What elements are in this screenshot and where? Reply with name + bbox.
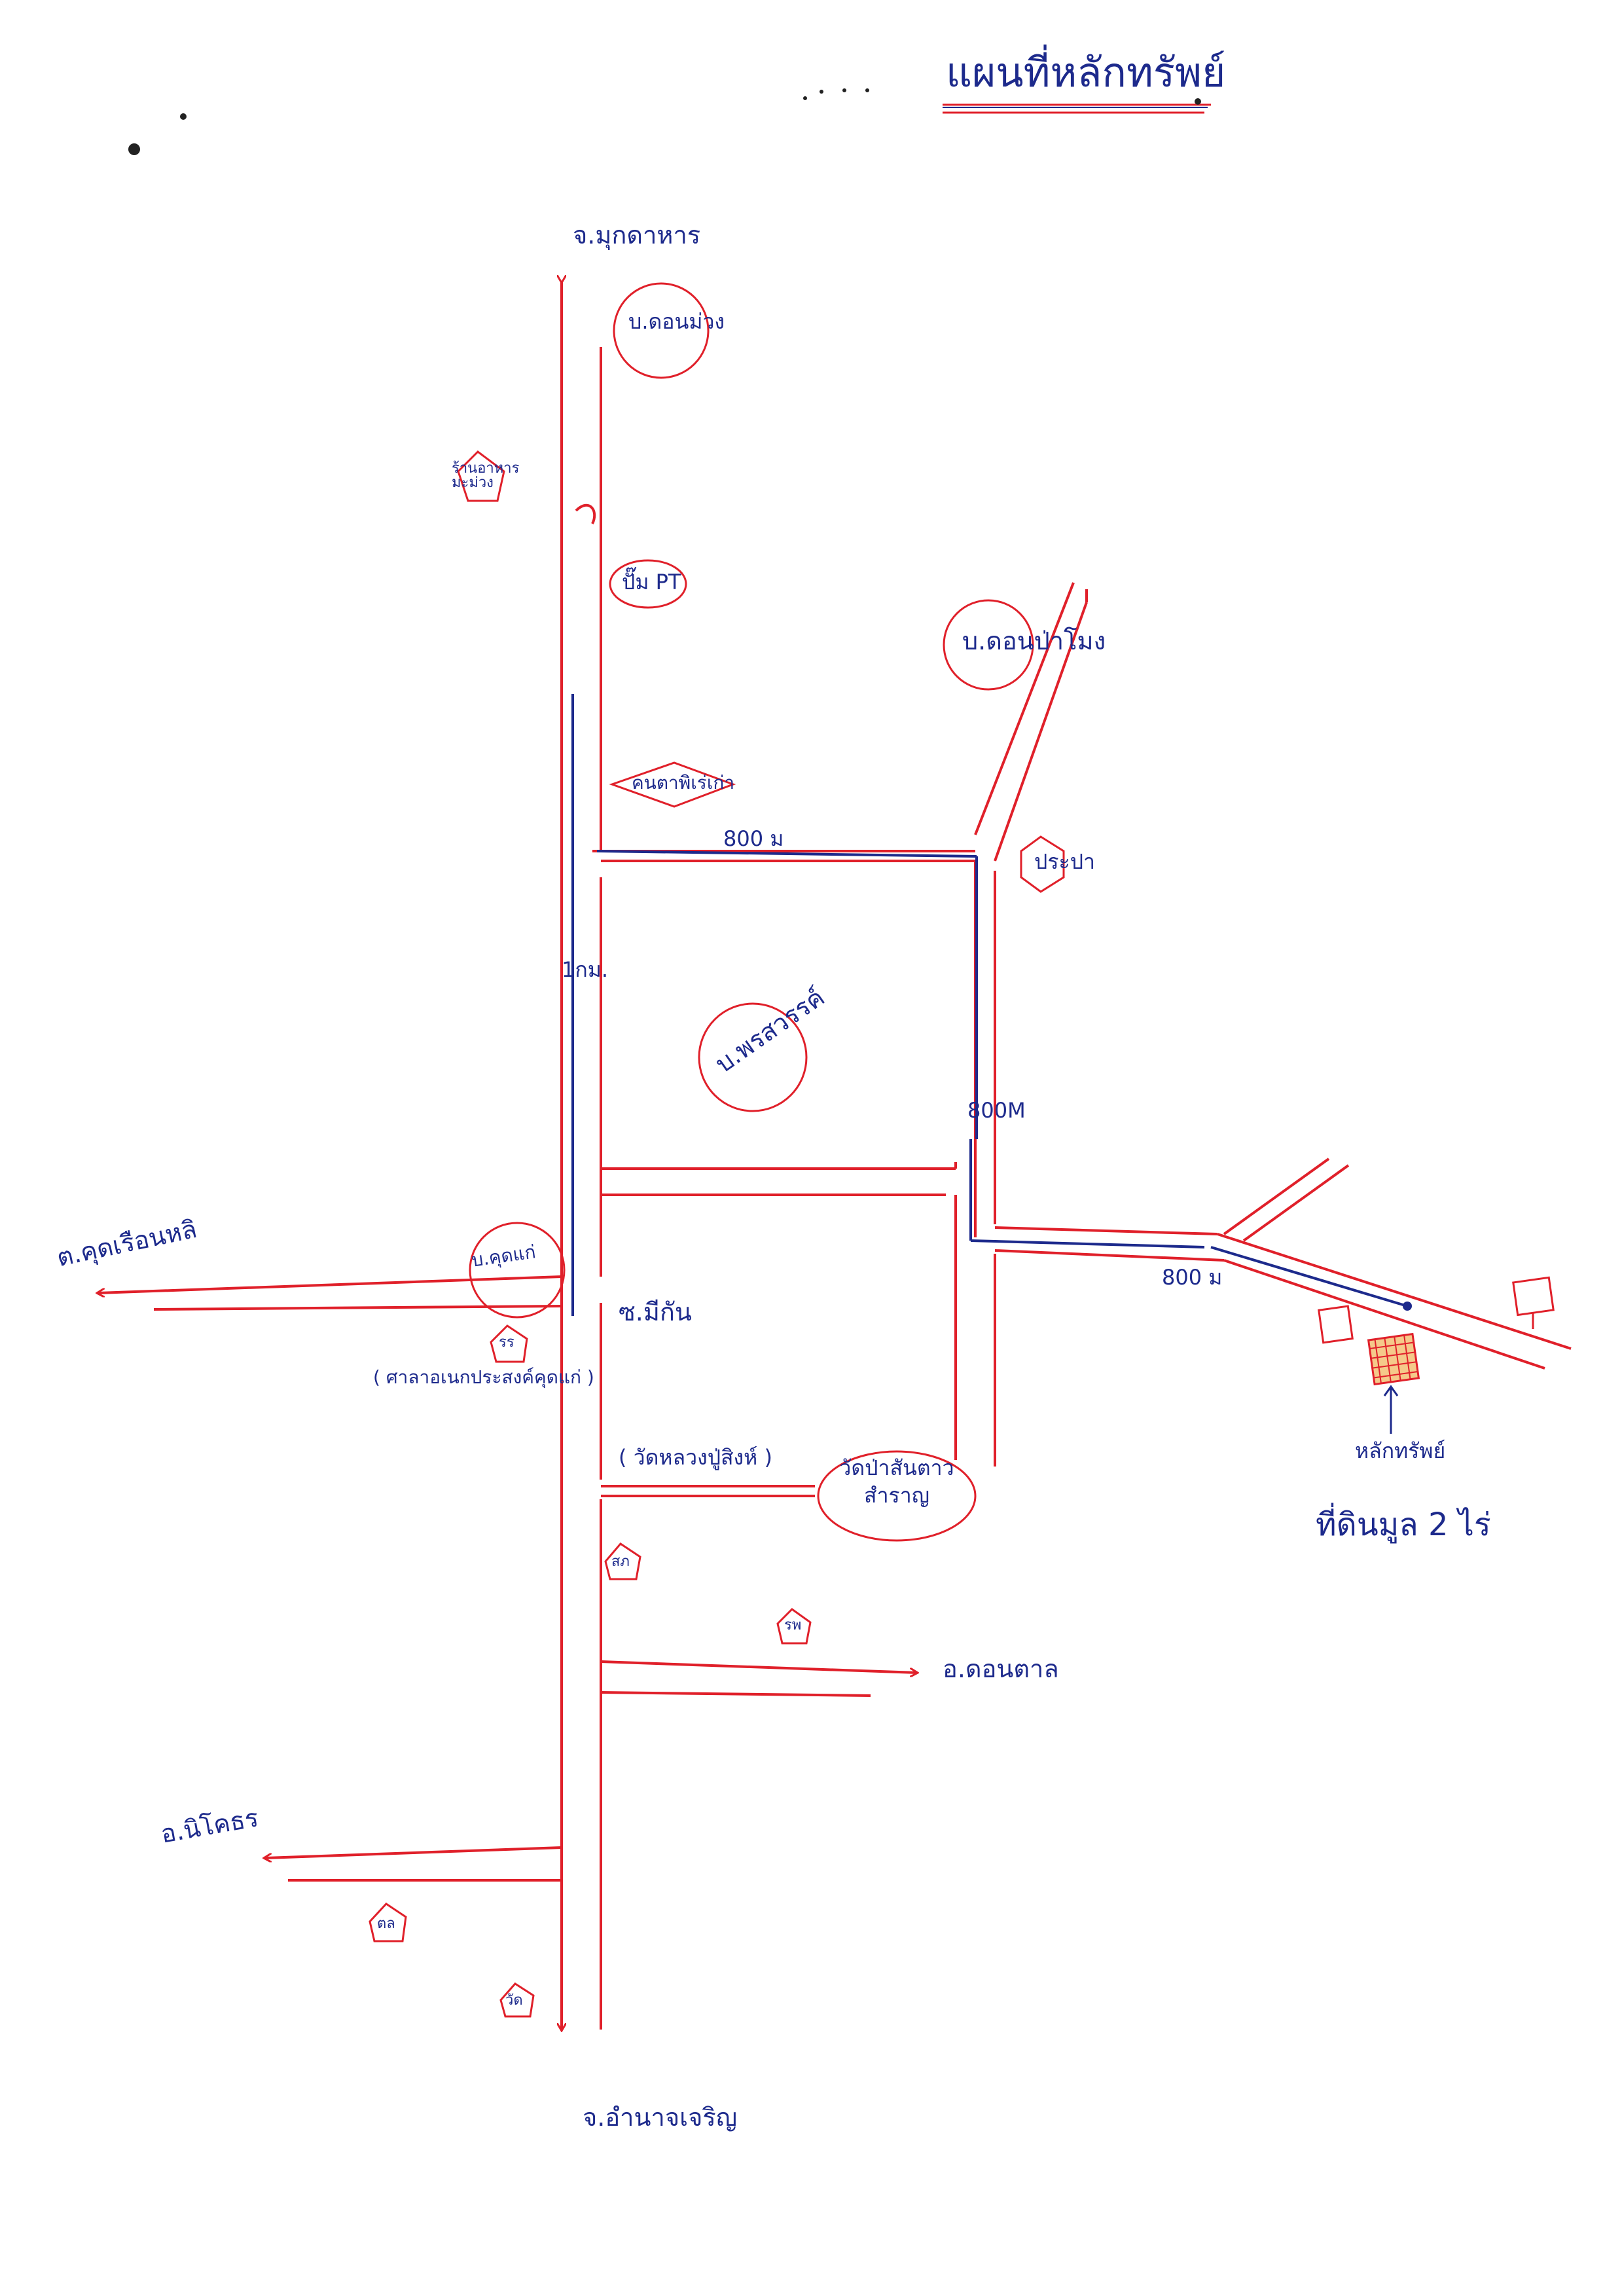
- marker-temple: วัด: [505, 1992, 523, 2009]
- village-circles: [469, 282, 1034, 1542]
- label-forest: วัดป่าสันตาวสำราญ: [839, 1455, 954, 1508]
- direction-east: อ.ดอนตาล: [943, 1654, 1059, 1683]
- ne-road: [974, 582, 1088, 862]
- right-road: [974, 861, 996, 1467]
- marker-school: รร: [499, 1334, 514, 1351]
- property-dot: [1403, 1302, 1412, 1311]
- west-road-upper: [98, 1275, 562, 1311]
- distance-main-road: 1กม.: [562, 957, 608, 982]
- marker-clinic: รพ: [784, 1617, 802, 1633]
- police-icon: [604, 1542, 641, 1580]
- distance-lower-segment: 800 ม: [1162, 1265, 1223, 1290]
- clinic-icon: [776, 1608, 812, 1645]
- label-village-ne: บ.ดอนป่าโมง: [962, 627, 1106, 655]
- specks: [128, 88, 1201, 155]
- label-shop-pt: ปั๊ม PT: [622, 570, 681, 594]
- houses: [1318, 1276, 1555, 1344]
- middle-road: [601, 1162, 957, 1460]
- gas-station-icon: [457, 450, 505, 502]
- label-road-name: ซ.มีกัน: [619, 1298, 692, 1326]
- headman-hexagon: [1020, 835, 1065, 893]
- direction-south: จ.อำนาจเจริญ: [583, 2103, 738, 2132]
- east-road: [600, 1660, 916, 1697]
- village-circle-ne: [943, 599, 1034, 691]
- pt-circle: [609, 559, 687, 609]
- market-icon: [369, 1903, 407, 1942]
- map-title: แผนที่หลักทรัพย์: [946, 48, 1226, 96]
- marker-police: สภ: [611, 1554, 630, 1570]
- title-underline: [943, 103, 1211, 114]
- label-temple-west: ( ศาลาอเนกประสงค์คุดแก่ ): [373, 1366, 594, 1388]
- property-road: [994, 1157, 1572, 1370]
- forest-circle: [817, 1450, 977, 1542]
- label-property: หลักทรัพย์: [1355, 1438, 1446, 1463]
- label-old-shop: คนตาพิเร่เก่า: [632, 772, 735, 793]
- label-property-note: ที่ดินมูล 2 ไร่: [1316, 1506, 1491, 1543]
- distance-right-segment: 800M: [967, 1098, 1026, 1123]
- label-gas-station: ร้านอาหาร มะม่วง: [452, 460, 520, 491]
- old-shop-diamond: [609, 761, 736, 808]
- marker-market: ตล: [377, 1916, 395, 1932]
- village-circle-north: [613, 282, 710, 379]
- label-headman: ประปา: [1034, 849, 1095, 874]
- label-temple-lower: ( วัดหลวงปู่สิงห์ ): [619, 1445, 772, 1470]
- temple-road: [601, 1485, 815, 1497]
- property-block: [1367, 1332, 1420, 1434]
- west-road-lower: [265, 1846, 562, 1882]
- route-highlight: [571, 694, 1408, 1316]
- village-circle-center: [698, 1002, 808, 1112]
- village-circle-west: [469, 1222, 566, 1319]
- distance-top-segment: 800 ม: [723, 826, 784, 851]
- main-highway: [562, 282, 602, 2030]
- temple-icon: [499, 1982, 535, 2018]
- label-village-north: บ.ดอนม่วง: [628, 309, 725, 334]
- landmark-shapes: [369, 450, 1065, 2018]
- direction-north: จ.มุกดาหาร: [573, 221, 701, 249]
- school-icon: [490, 1324, 528, 1363]
